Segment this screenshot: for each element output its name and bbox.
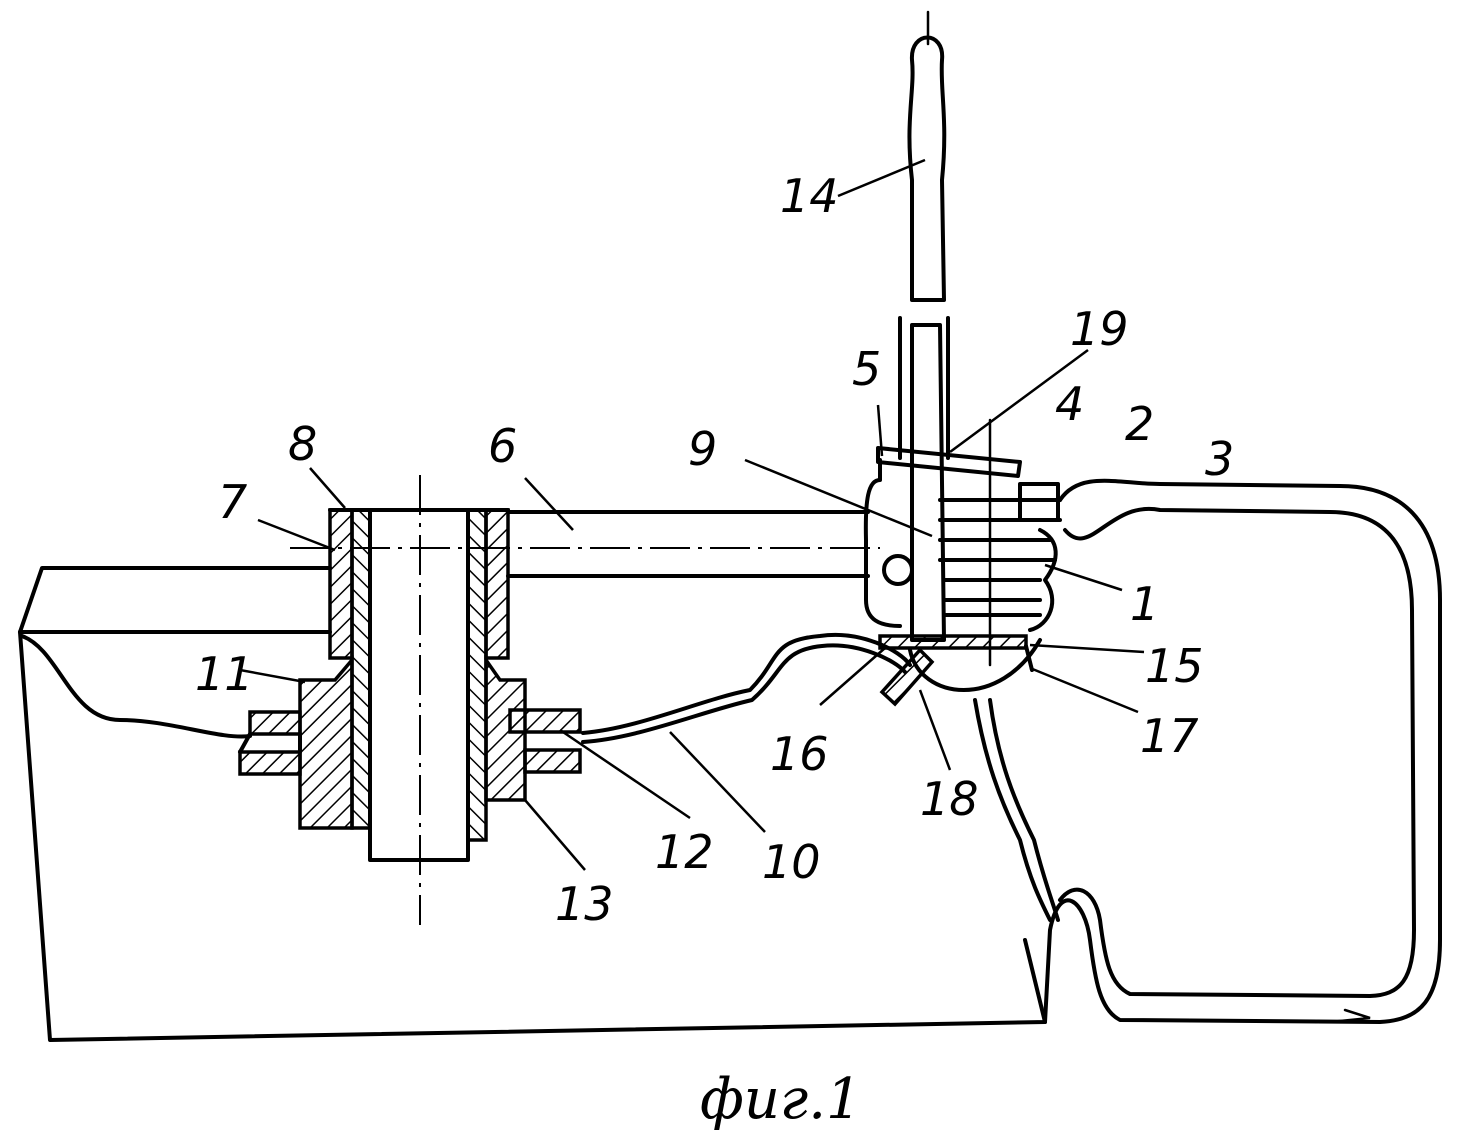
label-12: 12 (655, 825, 714, 879)
label-14: 14 (780, 169, 839, 223)
figure-caption: фиг.1 (700, 1067, 862, 1132)
leader-lines (239, 158, 1145, 871)
label-15: 15 (1145, 639, 1204, 693)
bar-6 (506, 510, 870, 578)
label-2: 2 (1125, 397, 1154, 451)
label-6: 6 (488, 419, 517, 473)
label-17: 17 (1140, 709, 1199, 763)
part-labels: 14 19 5 4 2 3 6 9 8 7 1 15 17 11 16 18 1… (195, 169, 1234, 931)
label-19: 19 (1070, 302, 1129, 356)
label-18: 18 (920, 772, 979, 826)
label-10: 10 (762, 835, 821, 889)
label-13: 13 (555, 877, 614, 931)
bushing-assembly (238, 475, 880, 925)
label-16: 16 (770, 727, 829, 781)
label-8: 8 (288, 417, 317, 471)
label-5: 5 (852, 342, 881, 396)
panel-body (18, 566, 1060, 1042)
label-7: 7 (218, 475, 247, 529)
label-3: 3 (1205, 432, 1234, 486)
loop-bracket-3 (1043, 478, 1442, 1024)
label-1: 1 (1130, 577, 1159, 631)
label-9: 9 (688, 422, 717, 476)
label-11: 11 (195, 647, 254, 701)
clamp-assembly (863, 10, 1062, 707)
label-4: 4 (1055, 377, 1084, 431)
